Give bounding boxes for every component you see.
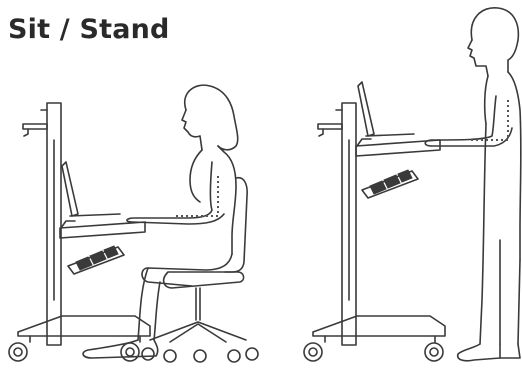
- chair: [150, 178, 247, 342]
- caster-icon: [246, 348, 258, 360]
- wheel-icon: [304, 343, 322, 361]
- wheel-icon: [425, 343, 443, 361]
- caster-icon: [164, 350, 176, 362]
- caster-icon: [194, 350, 206, 362]
- posture-guide-standing: [470, 100, 508, 140]
- cart-standing: [313, 103, 445, 345]
- standing-person: [425, 8, 521, 361]
- caster-icon: [142, 348, 154, 360]
- wheel-icon: [121, 343, 139, 361]
- keyboard-tray-seated: [68, 246, 124, 274]
- seated-workstation: [9, 85, 258, 362]
- wheel-icon: [9, 343, 27, 361]
- cart-seated: [18, 103, 150, 345]
- keyboard-tray-standing: [362, 170, 418, 198]
- caster-icon: [228, 350, 240, 362]
- standing-workstation: [304, 8, 521, 361]
- desk-seated: [60, 162, 145, 238]
- seated-person: [83, 85, 238, 358]
